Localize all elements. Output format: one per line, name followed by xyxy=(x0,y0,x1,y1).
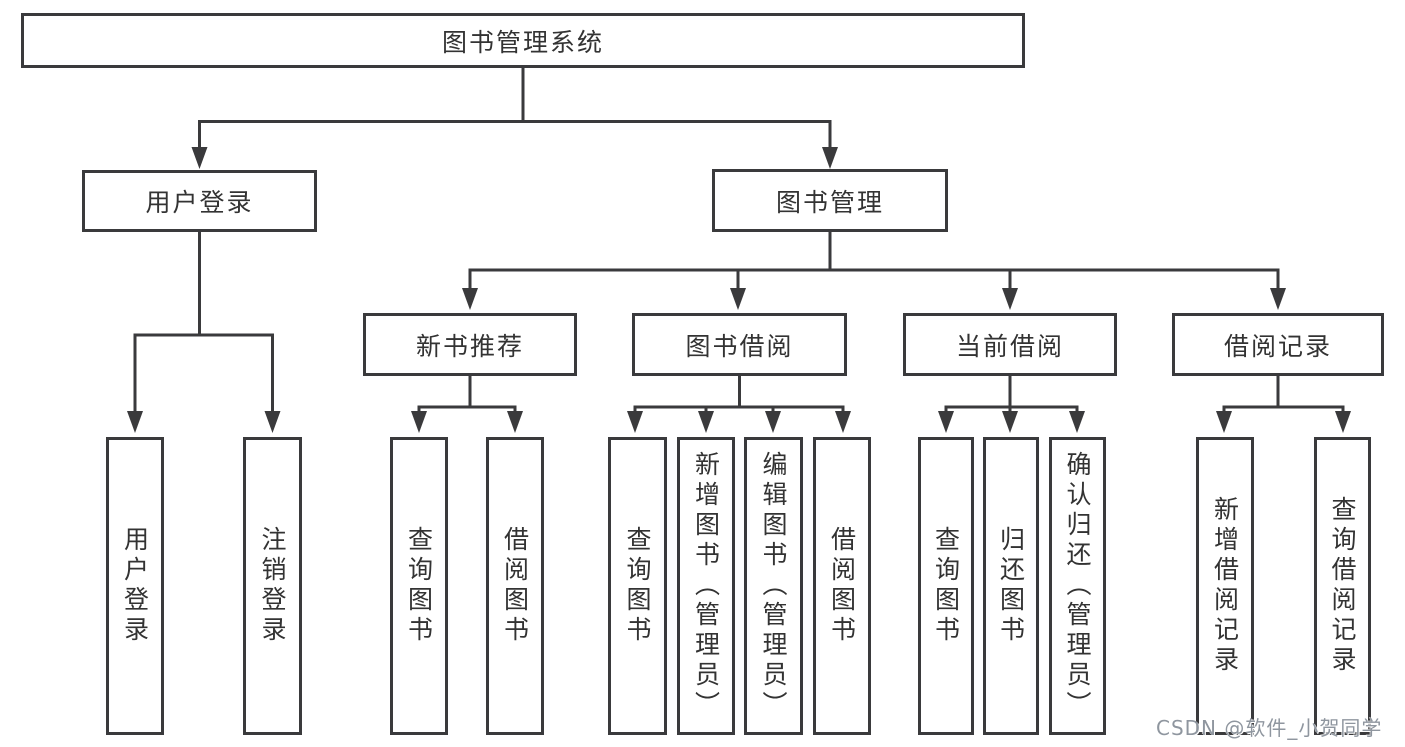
node-new-book-recommend: 新书推荐 xyxy=(363,313,577,376)
leaf-label: 查询图书 xyxy=(404,526,434,646)
leaf-confirm-return-admin: 确认归还（管理员） xyxy=(1049,437,1106,735)
leaf-label: 归还图书 xyxy=(996,526,1026,646)
connector-user-login-children xyxy=(127,232,281,433)
node-book-borrowing: 图书借阅 xyxy=(632,313,847,376)
leaf-label: 用户登录 xyxy=(120,526,150,646)
leaf-logout: 注销登录 xyxy=(243,437,302,735)
node-borrowing-records: 借阅记录 xyxy=(1172,313,1384,376)
leaf-label: 新增图书（管理员） xyxy=(691,451,721,721)
leaf-return-books: 归还图书 xyxy=(983,437,1039,735)
leaf-query-books-current: 查询图书 xyxy=(918,437,974,735)
connector-borrowing-records-children xyxy=(1216,376,1351,433)
leaf-label: 确认归还（管理员） xyxy=(1063,451,1092,721)
leaf-label: 新增借阅记录 xyxy=(1210,496,1240,676)
connector-book-management-children xyxy=(462,232,1286,310)
watermark: CSDN @软件_小贺同学 xyxy=(1156,716,1383,740)
connector-book-borrowing-children xyxy=(627,376,851,433)
leaf-edit-book-admin: 编辑图书（管理员） xyxy=(744,437,803,735)
leaf-label: 借阅图书 xyxy=(500,526,530,646)
leaf-label: 注销登录 xyxy=(258,526,287,646)
leaf-label: 编辑图书（管理员） xyxy=(759,451,788,721)
leaf-query-books-borrowing: 查询图书 xyxy=(608,437,667,735)
node-library-management-system: 图书管理系统 xyxy=(21,13,1025,68)
connector-new-book-children xyxy=(411,376,523,433)
leaf-query-books-recommend: 查询图书 xyxy=(390,437,448,735)
node-current-borrowing: 当前借阅 xyxy=(903,313,1117,376)
leaf-label: 查询借阅记录 xyxy=(1328,496,1357,676)
leaf-borrow-books-recommend: 借阅图书 xyxy=(486,437,544,735)
leaf-label: 查询图书 xyxy=(931,526,961,646)
leaf-label: 查询图书 xyxy=(623,526,652,646)
leaf-borrow-books: 借阅图书 xyxy=(813,437,871,735)
leaf-user-login: 用户登录 xyxy=(106,437,164,735)
leaf-add-borrow-record: 新增借阅记录 xyxy=(1196,437,1254,735)
node-user-login: 用户登录 xyxy=(82,170,317,232)
leaf-query-borrow-record: 查询借阅记录 xyxy=(1314,437,1371,735)
connector-root-to-level2 xyxy=(191,68,838,169)
leaf-add-book-admin: 新增图书（管理员） xyxy=(677,437,735,735)
leaf-label: 借阅图书 xyxy=(827,526,857,646)
node-book-management: 图书管理 xyxy=(712,169,948,232)
connector-current-borrowing-children xyxy=(938,376,1085,433)
